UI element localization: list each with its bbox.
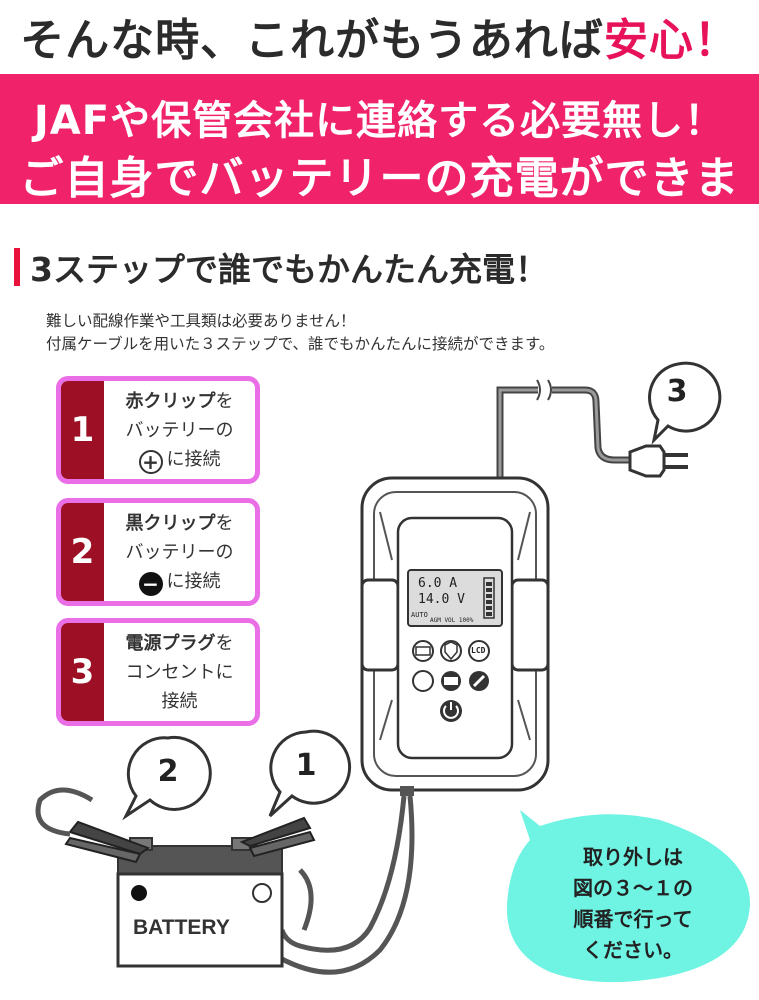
step-card-3: 3 電源プラグを コンセントに 接続: [56, 618, 260, 726]
step-2-line-3: に接続: [166, 571, 221, 592]
description: 難しい配線作業や工具類は必要ありません！ 付属ケーブルを用いた３ステップで、誰で…: [46, 310, 554, 356]
step-3-keyword: 電源プラグ: [125, 633, 216, 654]
headline: そんな時、これがもうあれば安心！: [0, 0, 759, 72]
headline-main: そんな時、これがもうあれば: [20, 15, 604, 66]
lcd-bottom-row: AGM VOL 100%: [430, 617, 474, 624]
callout-bubble-3: [648, 361, 722, 445]
callout-number-1: 1: [295, 748, 317, 783]
callout-number-2: 2: [157, 754, 179, 789]
step-text-1: 赤クリップを バッテリーの +に接続: [104, 381, 255, 479]
step-text-3: 電源プラグを コンセントに 接続: [104, 623, 255, 721]
step-card-2: 2 黒クリップを バッテリーの −に接続: [56, 498, 260, 606]
battery-type-button: [412, 640, 434, 662]
lcd-voltage: 14.0 V: [418, 592, 465, 607]
callout-bubble-2: [122, 735, 212, 821]
lcd-button: [468, 640, 490, 662]
step-number-2: 2: [61, 503, 104, 601]
power-plug-icon: [628, 444, 688, 478]
description-line-1: 難しい配線作業や工具類は必要ありません！: [46, 312, 356, 330]
step-text-2: 黒クリップを バッテリーの −に接続: [104, 503, 255, 601]
power-cable: [496, 386, 538, 478]
step-1-line-3: に接続: [166, 449, 221, 470]
output-cable-red: [279, 795, 407, 953]
mode-button: [412, 670, 434, 692]
black-clip-icon: [35, 787, 151, 864]
step-card-1: 1 赤クリップを バッテリーの +に接続: [56, 376, 260, 484]
banner-line-1: JAFや保管会社に連絡する必要無し！: [33, 98, 726, 144]
lcd-current: 6.0 A: [418, 576, 458, 591]
step-2-line-2: バッテリーの: [125, 542, 234, 563]
step-3-line-3: 接続: [161, 691, 198, 712]
step-1-keyword: 赤クリップ: [125, 391, 216, 412]
step-1-line-2: バッテリーの: [125, 420, 234, 441]
lcd-button-label: LCD: [471, 646, 486, 655]
section-title-text: 3ステップで誰でもかんたん充電！: [30, 250, 548, 289]
plus-terminal-icon: +: [138, 450, 163, 474]
note-line-1: 取り外しは: [583, 845, 683, 869]
callout-bubble-1: [268, 729, 352, 818]
battery-label: BATTERY: [133, 916, 230, 939]
step-number-3: 3: [61, 623, 104, 721]
minus-terminal-icon: −: [138, 572, 163, 596]
pink-banner: JAFや保管会社に連絡する必要無し！ ご自身でバッテリーの充電ができます: [0, 74, 759, 268]
lcd-mode: AUTO: [411, 611, 428, 619]
charger-device: [360, 476, 550, 792]
description-line-2: 付属ケーブルを用いた３ステップで、誰でもかんたんに接続ができます。: [46, 335, 555, 353]
protect-button: [440, 640, 462, 662]
step-number-1: 1: [61, 381, 104, 479]
lcd-screen: [407, 569, 503, 627]
step-3-line-2: コンセントに: [125, 662, 234, 683]
red-clip-icon: [239, 816, 316, 858]
headline-accent: 安心！: [603, 15, 739, 66]
callout-number-3: 3: [666, 374, 688, 409]
step-1-particle: を: [215, 391, 234, 412]
section-accent-bar: [14, 248, 20, 286]
step-2-keyword: 黒クリップ: [125, 513, 216, 534]
section-title: 3ステップで誰でもかんたん充電！: [14, 243, 548, 291]
banner-line-2: ご自身でバッテリーの充電ができます: [19, 153, 740, 268]
note-bubble: [506, 810, 750, 983]
step-3-particle: を: [215, 633, 234, 654]
note-line-3: 順番で行って: [573, 907, 693, 931]
battery: [116, 837, 284, 968]
note-line-4: ください。: [583, 938, 683, 962]
output-cable-black: [268, 795, 415, 975]
step-2-particle: を: [215, 513, 234, 534]
removal-note: 取り外しは 図の３～１の 順番で行って ください。: [533, 842, 733, 966]
note-line-2: 図の３～１の: [573, 876, 693, 900]
